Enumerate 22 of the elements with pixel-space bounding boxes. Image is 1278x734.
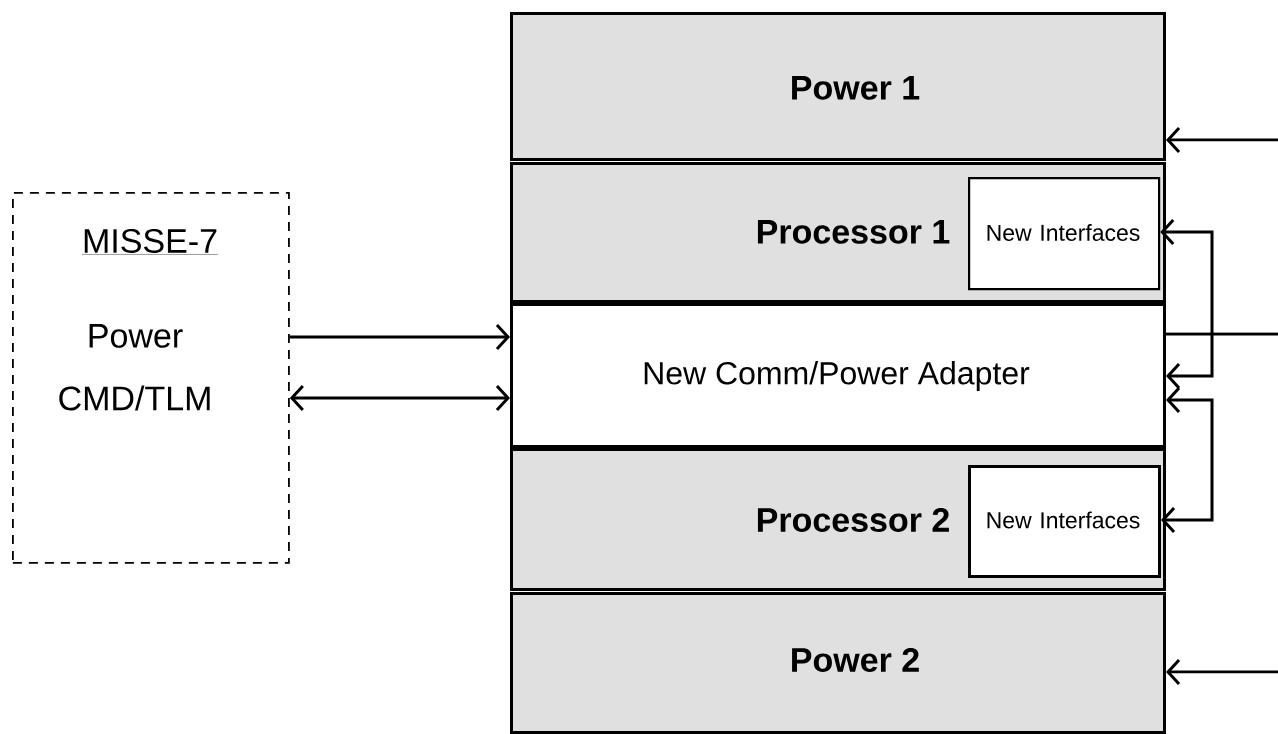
module-band [510,592,1166,734]
arrow [1166,126,1278,153]
arrow [1166,658,1278,685]
label: Power 2 [792,647,919,672]
label: Processor 1 [757,220,950,244]
label: New Interfaces [987,511,1140,529]
label: CMD/TLM [59,385,210,411]
arrow [289,384,510,411]
label: New Interfaces [987,224,1140,241]
label: MISSE-7 [81,228,219,255]
system-box [12,192,290,564]
label: Processor 2 [757,507,949,532]
module-band [510,303,1166,448]
arrow [289,323,510,350]
label: Power [89,324,183,348]
label: Power 1 [792,76,920,100]
module-band [510,12,1166,161]
interface-box [968,177,1161,291]
arrow [1161,386,1214,533]
interface-box [968,465,1161,578]
label: New Comm/Power Adapter [644,361,1030,391]
arrow [1160,218,1214,389]
